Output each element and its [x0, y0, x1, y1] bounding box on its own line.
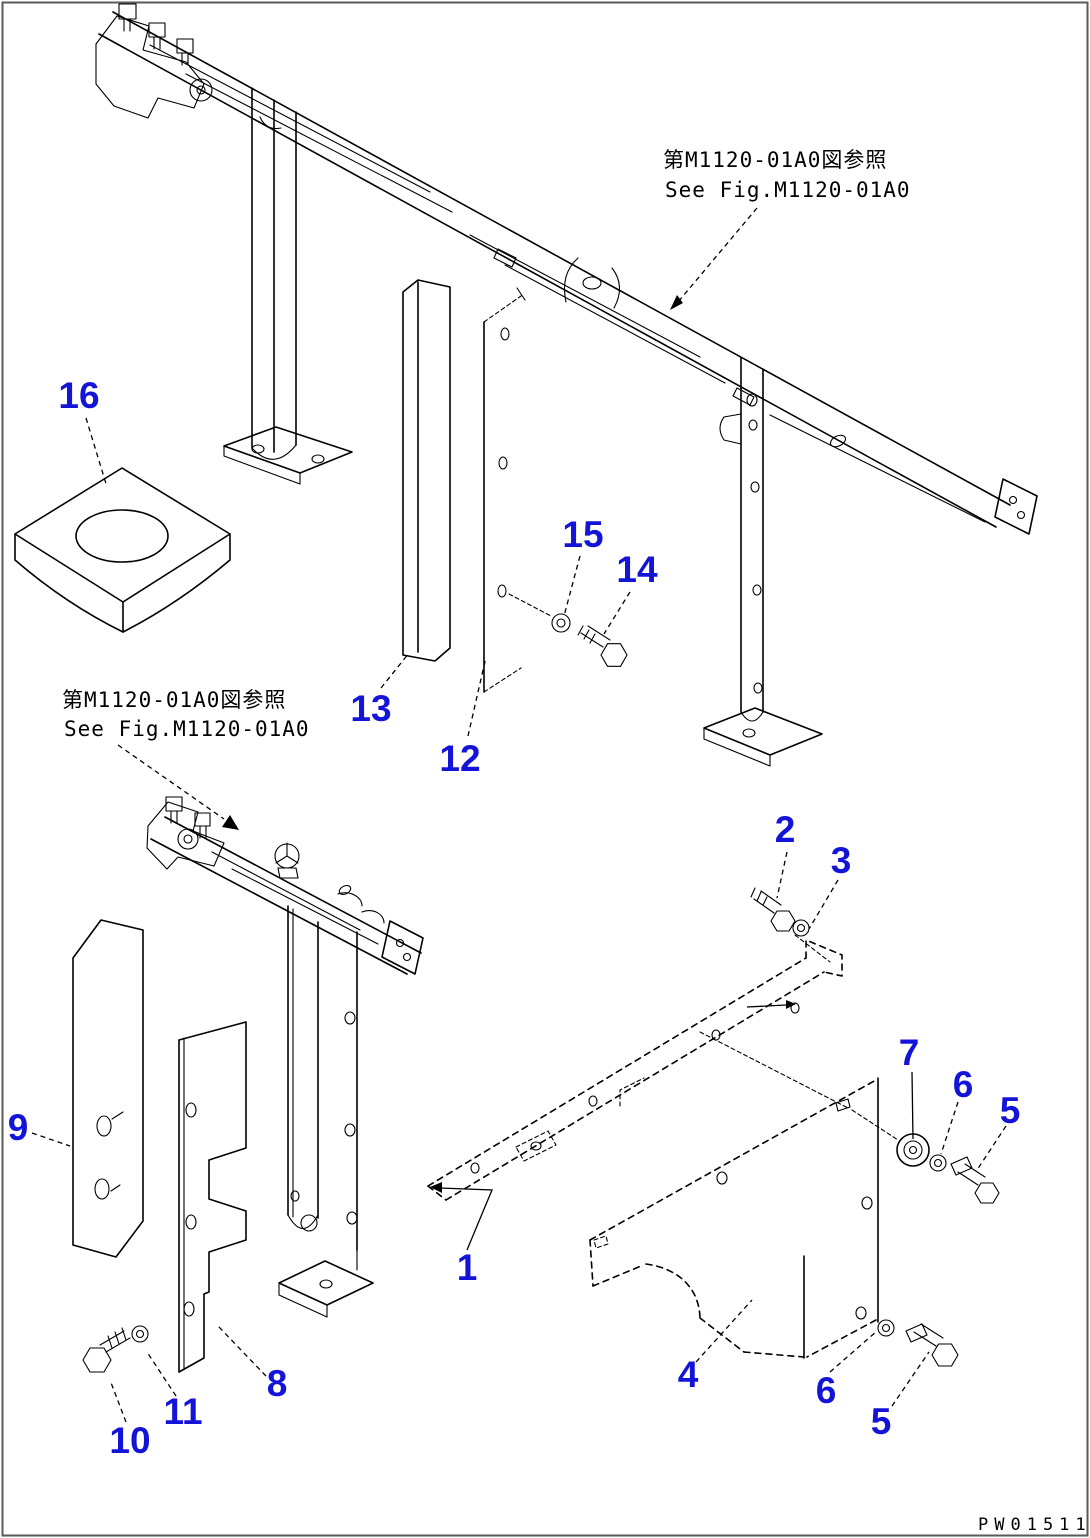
reference-note-upper: 第M1120-01A0図参照 See Fig.M1120-01A0 — [663, 148, 911, 310]
callout-1: 1 — [457, 1247, 478, 1288]
part-6-washer-lower — [877, 1319, 895, 1337]
reference-upper-en: See Fig.M1120-01A0 — [665, 178, 911, 202]
part-9-plate — [72, 919, 144, 1258]
callout-10: 10 — [109, 1420, 150, 1461]
callout-2: 2 — [775, 809, 796, 850]
reference-upper-arrow-icon — [670, 295, 683, 310]
callout-5-upper: 5 — [1000, 1090, 1021, 1131]
callout-13: 13 — [350, 688, 391, 729]
lower-rail-assembly — [146, 796, 424, 1318]
part-5-bolt-lower — [905, 1323, 959, 1367]
callout-leaders — [31, 417, 1007, 1423]
part-12-plate — [483, 287, 552, 693]
callout-7: 7 — [899, 1032, 920, 1073]
part-13-bar — [402, 279, 451, 662]
callout-6-lower: 6 — [816, 1370, 837, 1411]
part-3-washer — [792, 919, 810, 937]
part-6-washer-upper — [929, 1154, 947, 1172]
part-1-sill — [427, 934, 843, 1201]
part-8-plate — [178, 1021, 247, 1373]
callout-12: 12 — [439, 738, 480, 779]
callout-9: 9 — [8, 1107, 29, 1148]
sill-insert-arrow-icon — [786, 1000, 796, 1009]
part-14-bolt — [577, 625, 628, 667]
callout-1-arrow-icon — [430, 1182, 442, 1193]
callout-15: 15 — [562, 514, 603, 555]
callout-3: 3 — [831, 840, 852, 881]
reference-lower-en: See Fig.M1120-01A0 — [64, 717, 310, 741]
reference-upper-leader — [677, 207, 758, 303]
reference-lower-arrow-icon — [222, 815, 239, 830]
reference-lower-jp: 第M1120-01A0図参照 — [62, 688, 286, 712]
part-15-washer — [551, 613, 571, 633]
callout-4: 4 — [678, 1354, 699, 1395]
part-5-bolt-upper — [950, 1156, 1000, 1204]
part-10-bolt — [82, 1327, 131, 1373]
part-2-bolt — [750, 887, 796, 932]
reference-note-lower: 第M1120-01A0図参照 See Fig.M1120-01A0 — [62, 688, 310, 830]
drawing-number: PW01511 — [978, 1515, 1090, 1535]
callout-8: 8 — [267, 1363, 288, 1404]
reference-upper-jp: 第M1120-01A0図参照 — [663, 148, 887, 172]
callout-16: 16 — [58, 375, 99, 416]
callout-labels: 16 15 14 13 12 2 3 9 1 7 6 5 4 6 5 8 11 … — [8, 375, 1021, 1461]
callout-6-upper: 6 — [953, 1064, 974, 1105]
callout-14: 14 — [616, 549, 658, 590]
reference-lower-leader — [117, 744, 225, 820]
callout-5-lower: 5 — [871, 1401, 892, 1442]
upper-rail-assembly — [95, 3, 1038, 767]
part-11-washer — [131, 1325, 149, 1343]
part-16-block — [14, 467, 231, 633]
part-4-cover-plate — [589, 1031, 899, 1359]
callout-11: 11 — [163, 1391, 202, 1432]
